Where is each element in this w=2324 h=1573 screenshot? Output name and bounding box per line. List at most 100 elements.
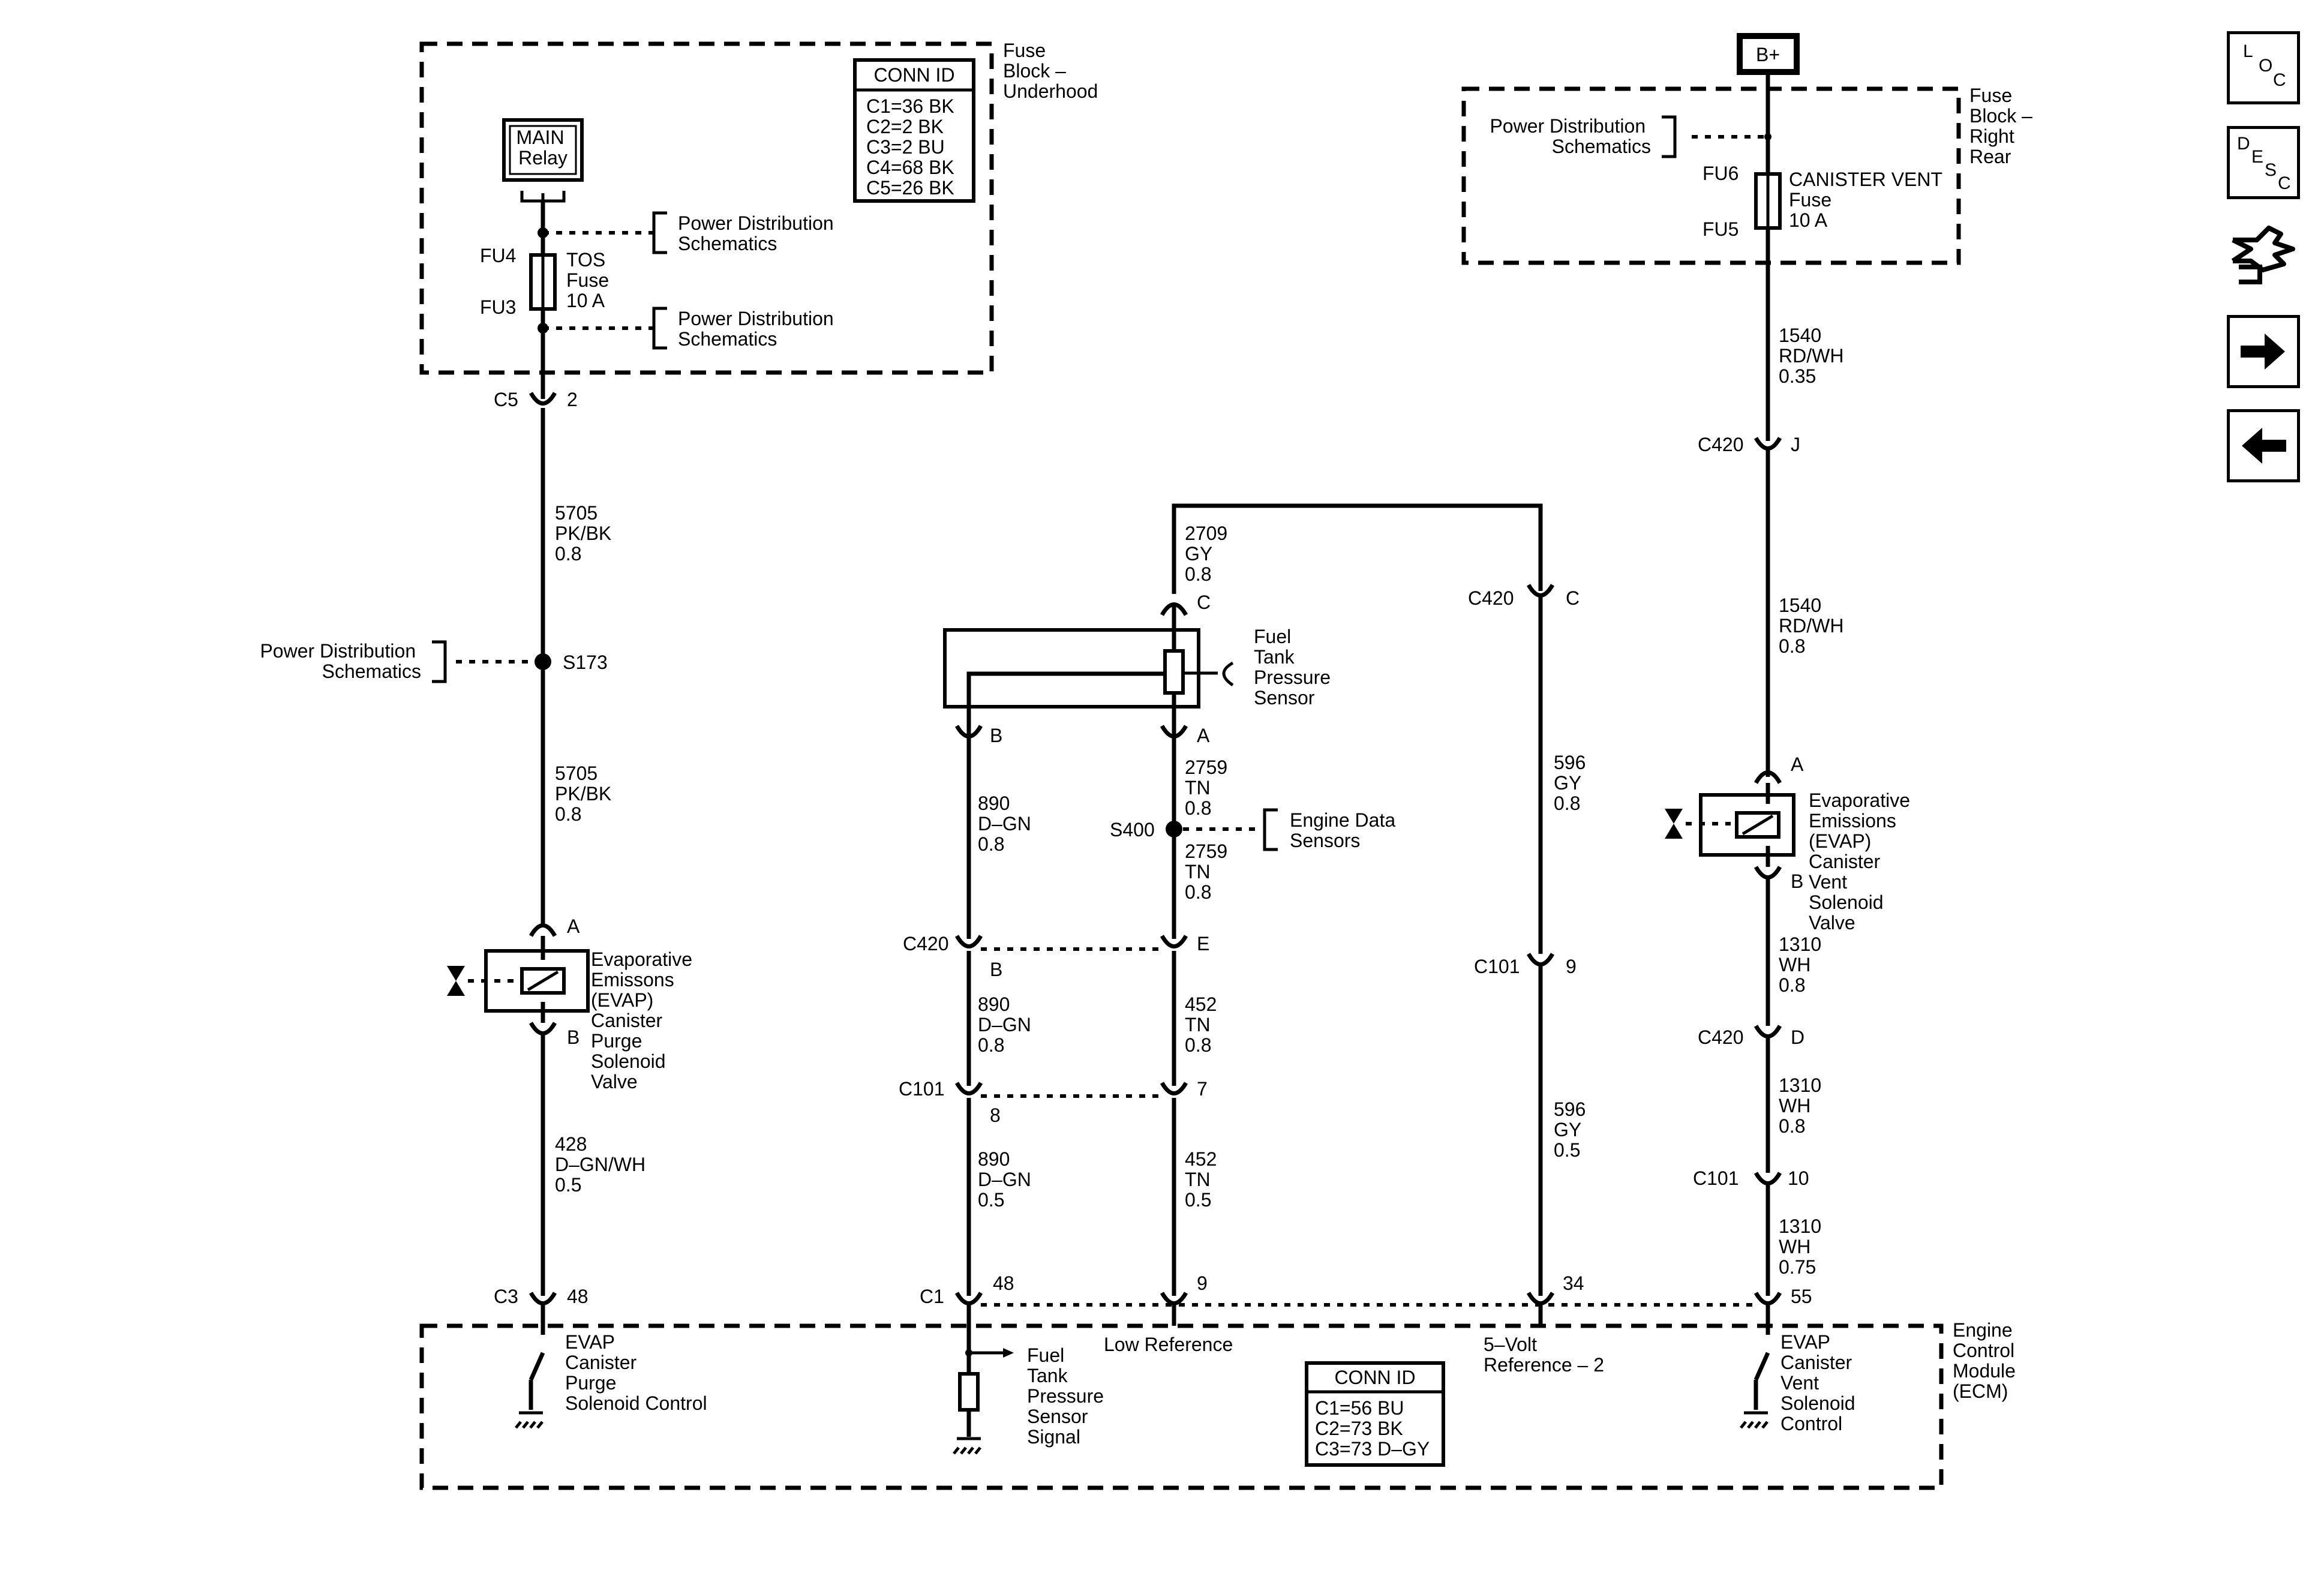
wire-596-lower: 596 GY 0.5 (1554, 1098, 1591, 1161)
power-distribution-link-lower[interactable]: Power Distribution Schematics (678, 308, 839, 350)
wire-1310-c: 1310 WH 0.75 (1779, 1215, 1827, 1278)
fu4-label: FU4 (480, 245, 516, 266)
c420-pin-d: D (1791, 1026, 1804, 1048)
svg-text:E: E (2251, 147, 2263, 167)
location-view-button[interactable]: L O C (2227, 31, 2300, 104)
c420-pin-c: C (1566, 587, 1580, 609)
arrow-right-icon (2241, 334, 2285, 370)
conn-id-list: C1=36 BK C2=2 BK C3=2 BU C4=68 BK C5=26 … (866, 95, 960, 199)
connector-view-button[interactable] (2227, 216, 2300, 289)
power-distribution-link-rear[interactable]: Power Distribution Schematics (1490, 115, 1651, 157)
wire-890-c: 890 D–GN 0.5 (978, 1148, 1037, 1211)
power-distribution-link-upper[interactable]: Power Distribution Schematics (678, 212, 839, 254)
loc-icon: L O C (2243, 41, 2286, 90)
fu3-label: FU3 (480, 296, 516, 318)
sensor-pin-b: B (990, 725, 1002, 746)
vent-circuit: 1540 RD/WH 0.35 C420 J 1540 RD/WH 0.8 A … (1665, 325, 1915, 1429)
c101-pin-8: 8 (990, 1104, 1001, 1126)
s173-label: S173 (563, 652, 608, 673)
sensor-pin-c: C (1197, 592, 1211, 613)
ecm-vent-control-label: EVAP Canister Vent Solenoid Control (1780, 1331, 1860, 1434)
fuel-tank-pressure-sensor (943, 628, 1200, 709)
c420-pin-j: J (1791, 434, 1800, 455)
c3-label: C3 (494, 1286, 518, 1307)
connector-plug-icon (2231, 226, 2295, 284)
battery-label: B+ (1756, 44, 1780, 65)
c101-pin-10: 10 (1788, 1167, 1809, 1189)
engine-data-sensors-link[interactable]: Engine Data Sensors (1290, 809, 1401, 851)
wire-1540-b: 1540 RD/WH 0.8 (1779, 595, 1849, 657)
purge-solenoid-valve (484, 949, 590, 1013)
previous-page-button[interactable] (2227, 409, 2300, 482)
valve-symbol-icon (447, 966, 465, 996)
description-view-button[interactable]: D E S C (2227, 126, 2300, 199)
power-distribution-link-s173[interactable]: Power Distribution Schematics (260, 640, 421, 682)
ground-icon (1740, 1411, 1768, 1429)
ecm-pin-55: 55 (1791, 1286, 1812, 1307)
c1-pin-9: 9 (1197, 1272, 1208, 1294)
wire-1310-a: 1310 WH 0.8 (1779, 933, 1827, 996)
svg-text:S: S (2265, 160, 2277, 180)
ground-icon (953, 1437, 981, 1455)
purge-pin-b: B (567, 1026, 580, 1048)
ecm-conn-id-list: C1=56 BU C2=73 BK C3=73 D–GY (1315, 1397, 1430, 1460)
wire-890-a: 890 D–GN 0.8 (978, 792, 1037, 855)
fuel-tank-pressure-circuit: 2709 GY 0.8 C Fuel Tank Pressure Sensor … (899, 503, 1543, 1374)
main-relay: MAIN Relay (502, 118, 584, 203)
svg-text:C: C (2273, 70, 2286, 90)
svg-text:L: L (2243, 41, 2253, 61)
vent-valve-label: Evaporative Emissions (EVAP) Canister Ve… (1809, 789, 1915, 933)
s400-label: S400 (1110, 819, 1155, 840)
ecm-low-reference-label: Low Reference (1104, 1334, 1233, 1355)
ecm-outline (419, 1323, 1944, 1490)
c1-pin-48: 48 (993, 1272, 1014, 1294)
fuse-block-underhood-outline (419, 41, 994, 375)
canister-vent-fuse-label: CANISTER VENT Fuse 10 A (1789, 169, 1947, 231)
purge-circuit: 5705 PK/BK 0.8 S173 Power Distribution S… (260, 417, 698, 1429)
c101-pin-9: 9 (1566, 956, 1577, 977)
wire-452-a: 452 TN 0.8 (1185, 993, 1222, 1056)
wire-452-b: 452 TN 0.5 (1185, 1148, 1222, 1211)
conn-id-box-underhood: CONN ID C1=36 BK C2=2 BK C3=2 BU C4=68 B… (853, 58, 975, 203)
c420-label-j: C420 (1698, 434, 1744, 455)
ecm-fuel-signal-label: Fuel Tank Pressure Sensor Signal (1027, 1344, 1109, 1448)
fu6-label: FU6 (1703, 163, 1739, 184)
ecm-five-volt-label: 5–Volt Reference – 2 (1484, 1334, 1604, 1376)
ecm-title: Engine Control Module (ECM) (1953, 1319, 2021, 1402)
svg-text:D: D (2237, 134, 2250, 154)
svg-text:O: O (2259, 56, 2272, 76)
sensor-pin-a: A (1197, 725, 1210, 746)
valve-symbol-icon (1665, 809, 1683, 839)
ecm-conn-id-title: CONN ID (1334, 1367, 1415, 1388)
c420-label-d: C420 (1698, 1026, 1744, 1048)
ecm-purge-control-label: EVAP Canister Purge Solenoid Control (565, 1331, 707, 1414)
purge-valve-label: Evaporative Emissons (EVAP) Canister Pur… (591, 948, 698, 1092)
fuse-block-underhood: Fuse Block – Underhood CONN ID C1=36 BK … (419, 40, 1098, 417)
fuel-tank-pressure-sensor-label: Fuel Tank Pressure Sensor (1254, 626, 1336, 709)
wire-890-b: 890 D–GN 0.8 (978, 993, 1037, 1056)
wire-5705-lower: 5705 PK/BK 0.8 (555, 763, 617, 825)
wire-2709: 2709 GY 0.8 (1185, 523, 1233, 585)
conn-id-title: CONN ID (873, 64, 954, 86)
c5-pin: 2 (567, 389, 578, 410)
main-relay-label: MAIN Relay (517, 127, 570, 169)
c101-label-center: C101 (899, 1078, 945, 1100)
next-page-button[interactable] (2227, 315, 2300, 388)
fuse-block-right-rear: B+ Fuse Block – Right Rear Power Distrib… (1461, 33, 2032, 441)
ground-icon (515, 1411, 544, 1429)
splice-s173 (535, 653, 551, 670)
fuse-block-underhood-title: Fuse Block – Underhood (1003, 40, 1098, 102)
wire-1540-a: 1540 RD/WH 0.35 (1779, 325, 1849, 387)
c420-pin-e: E (1197, 933, 1209, 954)
svg-text:C: C (2278, 173, 2291, 193)
vent-pin-a: A (1791, 754, 1804, 775)
splice-s400 (1166, 821, 1182, 837)
c5-connector (529, 392, 557, 406)
fu5-label: FU5 (1703, 218, 1739, 240)
wire-2759-b: 2759 TN 0.8 (1185, 840, 1233, 903)
wire-596-upper: 596 GY 0.8 (1554, 752, 1591, 814)
c420-label-center: C420 (903, 933, 949, 954)
wire-5705-upper: 5705 PK/BK 0.8 (555, 502, 617, 565)
c420-label-ref: C420 (1468, 587, 1514, 609)
vent-pin-b: B (1791, 870, 1803, 892)
